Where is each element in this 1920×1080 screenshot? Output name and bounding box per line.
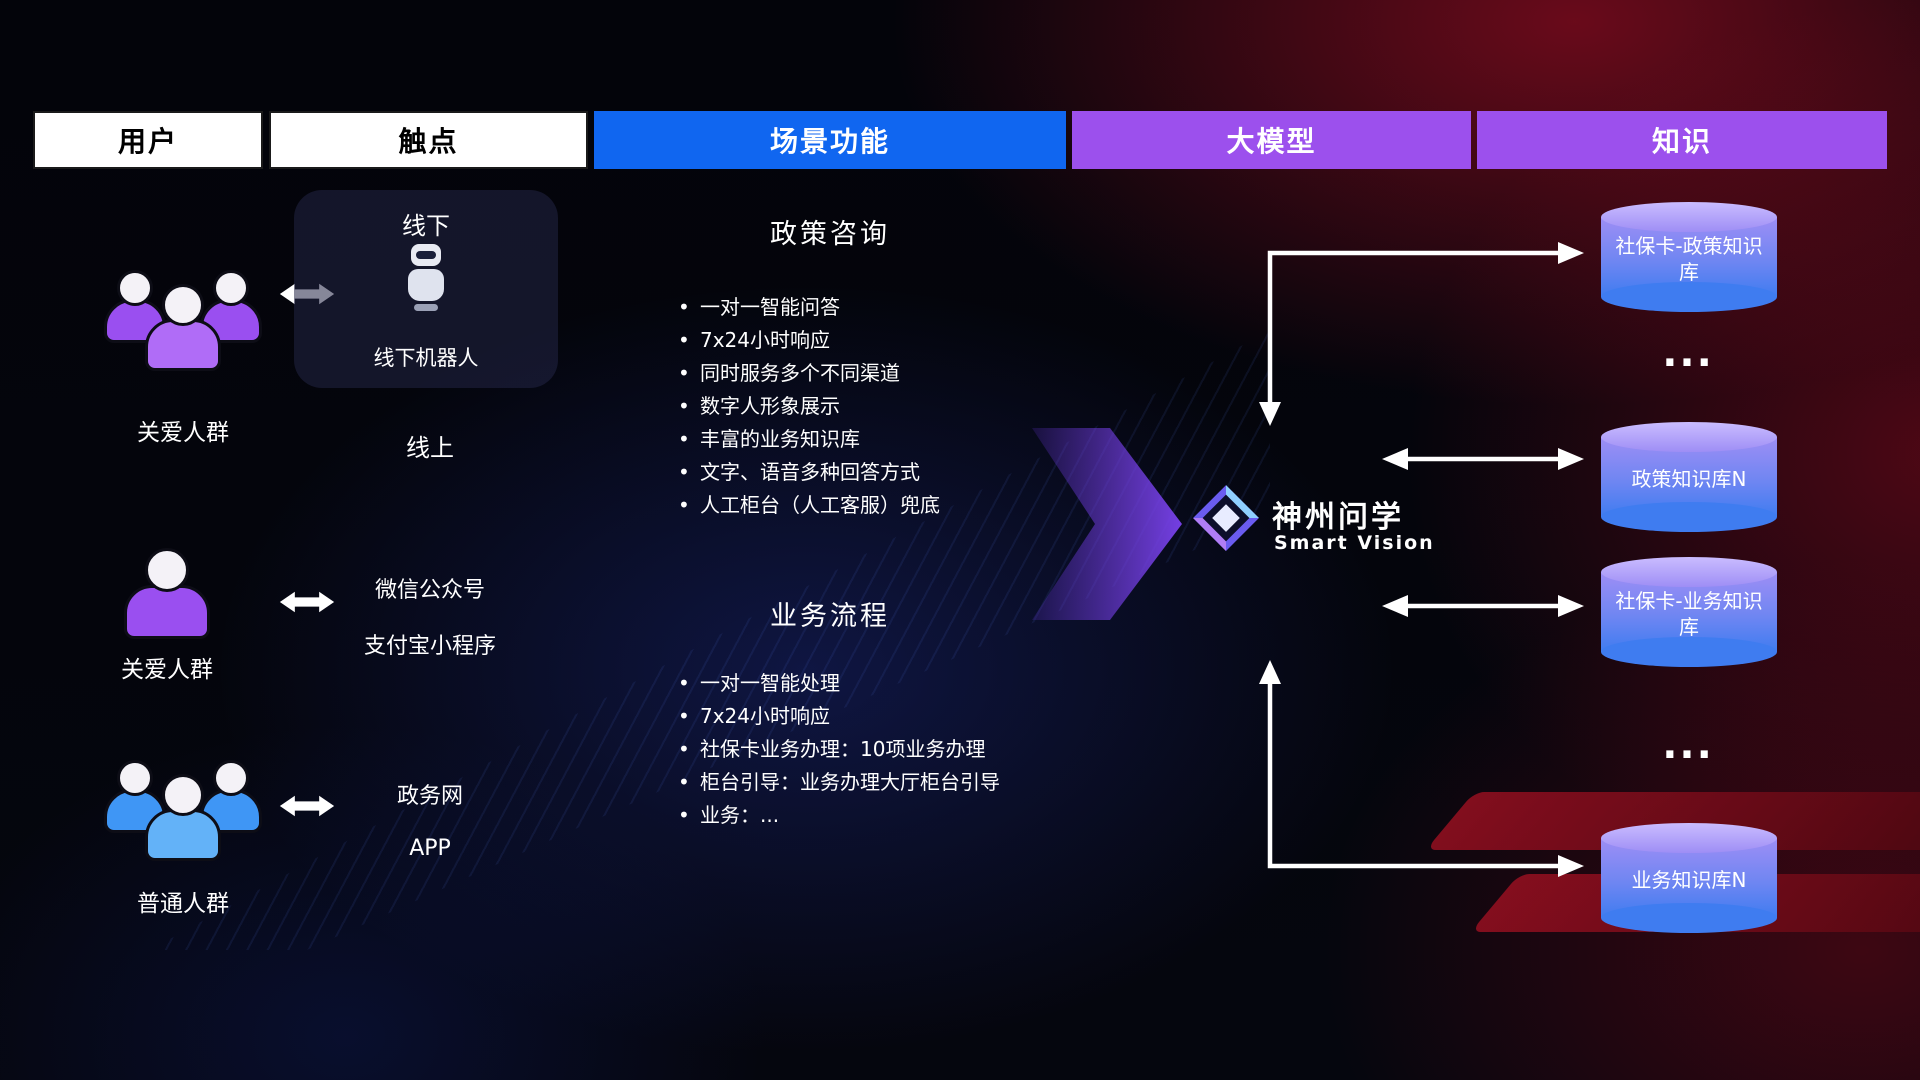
cylinder-bottom [1601, 637, 1777, 667]
user-group-label: 普通人群 [137, 891, 229, 917]
scenario-title-business: 业务流程 [770, 601, 890, 632]
channel-wechat: 微信公众号 [374, 578, 485, 603]
header-scenario-functions: 场景功能 [594, 111, 1066, 169]
diamond-gem-icon [1193, 485, 1259, 551]
ellipsis-more-databases: ... [1662, 722, 1714, 768]
cylinder-bottom [1601, 282, 1777, 312]
feature-item: 一对一智能处理 [676, 667, 1096, 700]
model-name: 神州问学 [1272, 500, 1404, 535]
database-policy-n: 政策知识库N [1601, 422, 1777, 532]
robot-icon [404, 244, 448, 314]
database-label: 社保卡-政策知识库 [1615, 234, 1763, 284]
database-label: 政策知识库N [1631, 467, 1747, 491]
channel-app: APP [409, 836, 451, 861]
feature-item: 柜台引导：业务办理大厅柜台引导 [676, 766, 1096, 799]
user-group-blue-icon [104, 746, 262, 868]
person-icon [145, 774, 221, 861]
feature-item: 业务：... [676, 799, 1096, 832]
feature-item: 一对一智能问答 [676, 291, 1096, 324]
ellipsis-more-databases: ... [1662, 330, 1714, 376]
feature-item: 丰富的业务知识库 [676, 423, 1096, 456]
feature-item: 同时服务多个不同渠道 [676, 357, 1096, 390]
offline-robot-label: 线下机器人 [373, 346, 479, 370]
database-business-social-card: 社保卡-业务知识库 [1601, 557, 1777, 667]
offline-touchpoint-card: 线下 线下机器人 [294, 190, 558, 388]
database-policy-social-card: 社保卡-政策知识库 [1601, 202, 1777, 312]
feature-item: 文字、语音多种回答方式 [676, 456, 1096, 489]
user-single-label: 关爱人群 [121, 657, 213, 683]
header-users: 用户 [33, 111, 263, 169]
cylinder-top [1601, 557, 1777, 587]
channel-alipay: 支付宝小程序 [363, 634, 496, 659]
model-subtitle: Smart Vision [1274, 532, 1435, 554]
user-group-label: 关爱人群 [137, 420, 229, 446]
business-feature-list: 一对一智能处理 7x24小时响应 社保卡业务办理：10项业务办理 柜台引导：业务… [676, 667, 1096, 832]
header-large-model: 大模型 [1072, 111, 1471, 169]
offline-title: 线下 [402, 212, 450, 240]
cylinder-bottom [1601, 903, 1777, 933]
feature-item: 7x24小时响应 [676, 324, 1096, 357]
channel-gov-web: 政务网 [396, 784, 463, 809]
person-icon [124, 548, 210, 639]
bidirectional-arrow-icon [279, 795, 335, 817]
database-business-n: 业务知识库N [1601, 823, 1777, 933]
person-icon [145, 284, 221, 371]
database-label: 社保卡-业务知识库 [1615, 589, 1763, 639]
scenario-title-policy: 政策咨询 [770, 219, 890, 250]
header-knowledge: 知识 [1477, 111, 1887, 169]
feature-item: 人工柜台（人工客服）兜底 [676, 489, 1096, 522]
feature-item: 社保卡业务办理：10项业务办理 [676, 733, 1096, 766]
header-touchpoints: 触点 [269, 111, 588, 169]
database-label: 业务知识库N [1631, 868, 1747, 892]
cylinder-bottom [1601, 502, 1777, 532]
policy-feature-list: 一对一智能问答 7x24小时响应 同时服务多个不同渠道 数字人形象展示 丰富的业… [676, 291, 1096, 522]
user-group-purple-icon [104, 256, 262, 378]
cylinder-top [1601, 422, 1777, 452]
cylinder-top [1601, 823, 1777, 853]
user-single-purple-icon [124, 548, 210, 652]
feature-item: 数字人形象展示 [676, 390, 1096, 423]
cylinder-top [1601, 202, 1777, 232]
bidirectional-arrow-icon [279, 591, 335, 613]
online-title: 线上 [406, 434, 454, 462]
feature-item: 7x24小时响应 [676, 700, 1096, 733]
